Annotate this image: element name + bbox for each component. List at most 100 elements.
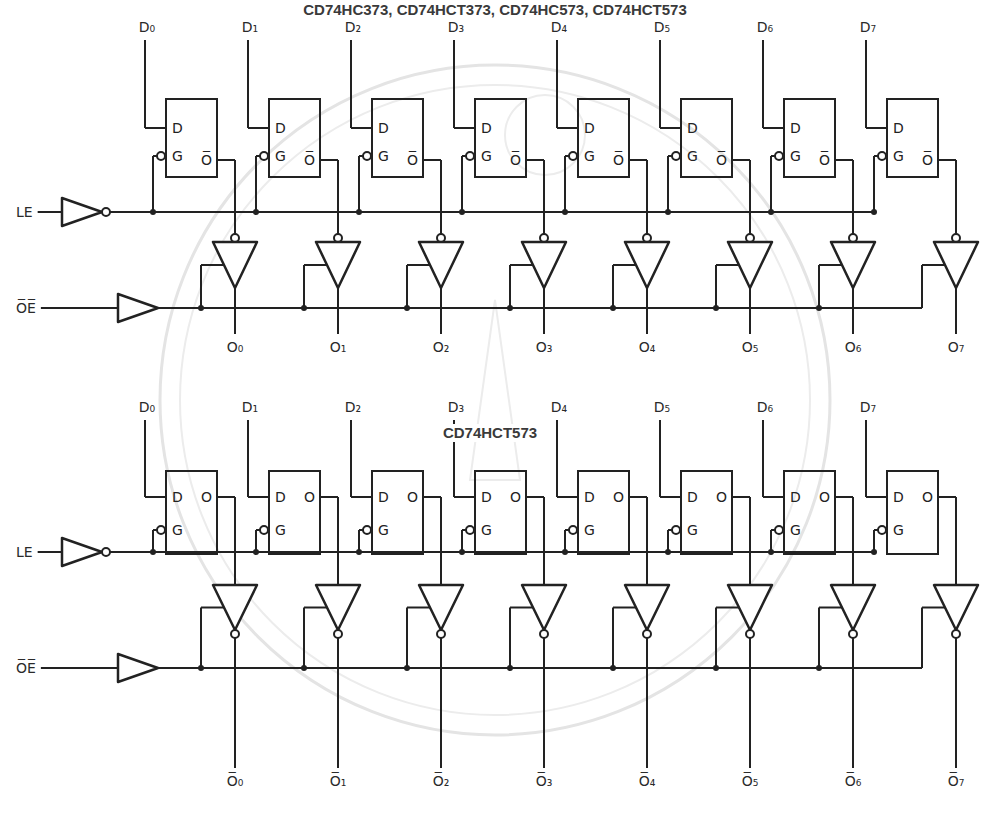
output-name: O̅₀ xyxy=(227,772,244,790)
junction-dot xyxy=(253,549,259,555)
wire xyxy=(407,264,430,266)
pin-name: G xyxy=(481,147,492,165)
pin-name: G xyxy=(481,521,492,539)
junction-dot xyxy=(665,549,671,555)
output-name: O̅₃ xyxy=(536,772,553,790)
junction-dot xyxy=(459,209,465,215)
inversion-bubble xyxy=(952,630,960,638)
signal-name: D₃ xyxy=(448,398,464,416)
wire xyxy=(406,608,408,669)
junction-dot xyxy=(768,549,774,555)
signal-name: D₁ xyxy=(242,18,258,36)
output-name: O₅ xyxy=(742,338,759,356)
wire xyxy=(866,496,886,498)
pin-name: D xyxy=(481,119,492,137)
wire xyxy=(939,159,956,161)
signal-name: LE xyxy=(16,543,33,561)
pin-name: O xyxy=(304,488,315,506)
pin-name: G xyxy=(172,521,183,539)
wire xyxy=(152,530,154,552)
wire xyxy=(453,40,455,128)
latch-box: DG O̅ xyxy=(474,98,527,178)
junction-dot xyxy=(198,665,204,671)
wire xyxy=(440,638,442,768)
inversion-bubble xyxy=(466,152,474,160)
output-name: O̅₁ xyxy=(330,772,347,790)
wire xyxy=(630,496,647,498)
wire xyxy=(321,159,338,161)
inversion-bubble xyxy=(334,630,342,638)
wire xyxy=(749,638,751,768)
wire xyxy=(304,607,327,609)
wire xyxy=(358,156,360,212)
junction-dot xyxy=(610,665,616,671)
inversion-bubble xyxy=(569,152,577,160)
pin-name: G xyxy=(790,147,801,165)
wire xyxy=(613,607,636,609)
signal-name: D₆ xyxy=(757,398,773,416)
wire xyxy=(218,159,235,161)
wire xyxy=(733,159,750,161)
wire xyxy=(646,638,648,768)
buffer-symbol xyxy=(62,538,102,566)
inversion-bubble xyxy=(849,630,857,638)
wire xyxy=(612,265,614,308)
wire xyxy=(763,127,783,129)
junction-dot xyxy=(816,305,822,311)
junction-dot xyxy=(562,549,568,555)
wire xyxy=(144,40,146,128)
latch-box: DOG xyxy=(680,470,733,555)
pin-name: O xyxy=(407,488,418,506)
wire xyxy=(715,608,717,669)
wire xyxy=(922,607,945,609)
pin-name: D xyxy=(790,488,801,506)
junction-dot xyxy=(713,305,719,311)
pin-name: D xyxy=(378,488,389,506)
wire xyxy=(440,288,442,334)
pin-name: D xyxy=(275,119,286,137)
wire xyxy=(200,608,202,669)
output-name: O̅₄ xyxy=(639,772,656,790)
wire xyxy=(337,497,339,585)
inversion-bubble xyxy=(363,152,371,160)
latch-box: DOG xyxy=(474,470,527,555)
output-name: O₆ xyxy=(845,338,862,356)
inversion-bubble xyxy=(466,526,474,534)
output-name: O̅₅ xyxy=(742,772,759,790)
pin-name: O̅ xyxy=(201,151,212,169)
wire xyxy=(613,264,636,266)
signal-name: D₇ xyxy=(860,398,876,416)
wire xyxy=(303,608,305,669)
wire xyxy=(248,496,268,498)
wire xyxy=(564,156,566,212)
inversion-bubble xyxy=(643,630,651,638)
inversion-bubble xyxy=(878,152,886,160)
wire xyxy=(749,160,751,234)
wire xyxy=(406,265,408,308)
pin-name: O̅ xyxy=(304,151,315,169)
output-name: O̅₇ xyxy=(948,772,965,790)
signal-name: D₄ xyxy=(551,18,567,36)
wire xyxy=(424,159,441,161)
latch-box: DOG xyxy=(371,470,424,555)
latch-box: DOG xyxy=(783,470,836,555)
pin-name: O̅ xyxy=(716,151,727,169)
junction-dot xyxy=(816,665,822,671)
wire xyxy=(921,265,923,308)
wire xyxy=(852,288,854,334)
pin-name: D xyxy=(687,488,698,506)
signal-name: D₇ xyxy=(860,18,876,36)
junction-dot xyxy=(301,665,307,671)
wire xyxy=(660,496,680,498)
wire xyxy=(510,264,533,266)
latch-box: DOG xyxy=(886,470,939,555)
output-name: O₁ xyxy=(330,338,347,356)
wire xyxy=(749,288,751,334)
wire xyxy=(152,156,154,212)
junction-dot xyxy=(253,209,259,215)
wire xyxy=(818,608,820,669)
inversion-bubble xyxy=(102,208,110,216)
wire xyxy=(733,496,750,498)
wire xyxy=(38,211,62,213)
pin-name: O̅ xyxy=(510,151,521,169)
